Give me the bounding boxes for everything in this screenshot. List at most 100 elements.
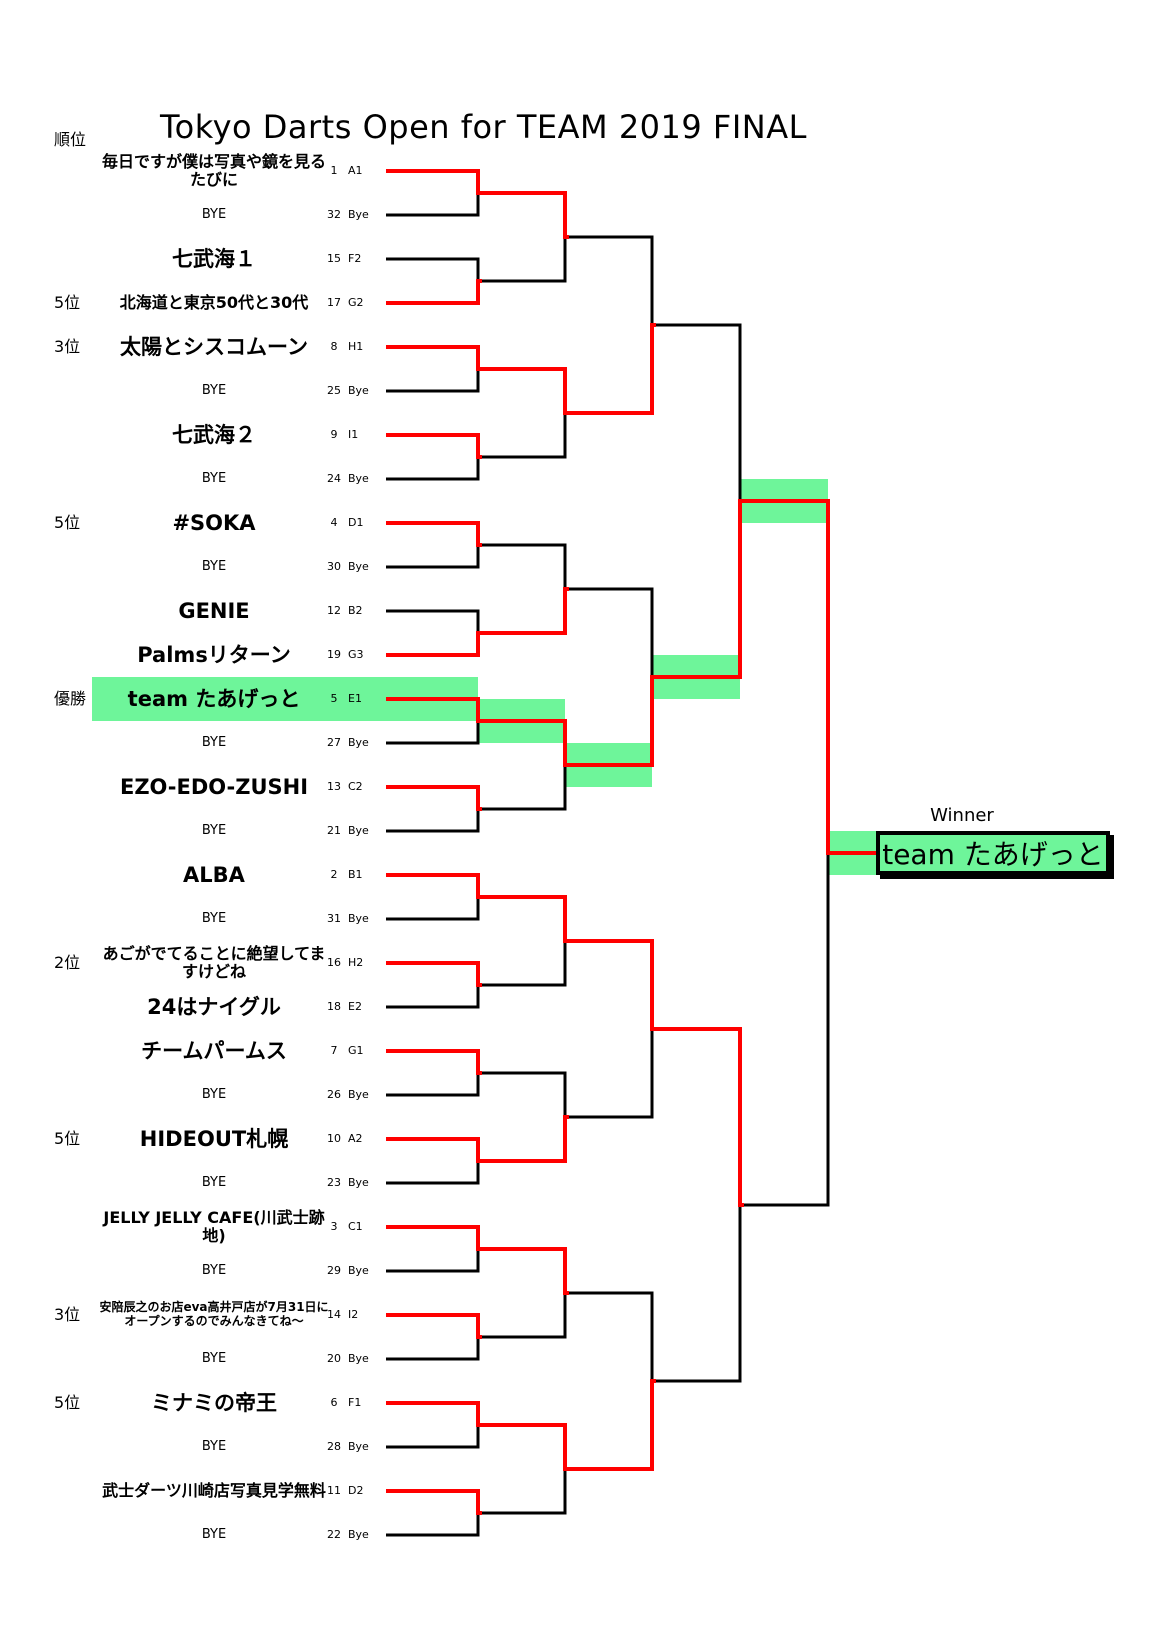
entry-seed: 4 — [330, 516, 338, 529]
entry-code: Bye — [348, 1352, 369, 1365]
entry-code: Bye — [348, 824, 369, 837]
entry-seed: 30 — [327, 560, 341, 573]
entry-rank: 5位 — [54, 1129, 81, 1148]
bye-label: BYE — [201, 382, 227, 398]
team-name: #SOKA — [172, 510, 256, 535]
entry-code: I1 — [348, 428, 359, 441]
bye-label: BYE — [201, 558, 227, 574]
entry-code: G3 — [348, 648, 364, 661]
entry-seed: 31 — [327, 912, 341, 925]
entry-seed: 26 — [327, 1088, 341, 1101]
entry-code: Bye — [348, 1264, 369, 1277]
rank-column-header: 順位 — [54, 130, 87, 149]
round2-match-win — [478, 587, 569, 635]
team-name: 七武海１ — [172, 246, 256, 271]
entry-seed: 29 — [327, 1264, 341, 1277]
bye-label: BYE — [201, 734, 227, 750]
entry-code: D2 — [348, 1484, 364, 1497]
round1-match-win — [386, 279, 482, 305]
round2-match-win — [478, 1115, 569, 1163]
bracket-entry: 5位 HIDEOUT札幌 10 A2 — [0, 1117, 400, 1161]
team-name: team たあげっと — [127, 686, 301, 711]
team-name: JELLY JELLY CAFE(川武士跡地) — [103, 1207, 325, 1245]
entry-code: Bye — [348, 208, 369, 221]
team-name: HIDEOUT札幌 — [139, 1126, 289, 1151]
entry-rank: 5位 — [54, 1393, 81, 1412]
entry-seed: 21 — [327, 824, 341, 837]
round2-match-win — [478, 191, 569, 239]
entry-seed: 1 — [330, 164, 338, 177]
team-name: チームパームス — [141, 1038, 287, 1063]
entry-seed: 22 — [327, 1528, 341, 1541]
entry-seed: 3 — [330, 1220, 338, 1233]
entry-seed: 18 — [327, 1000, 341, 1013]
entry-code: E1 — [348, 692, 362, 705]
entry-seed: 8 — [330, 340, 338, 353]
round4-match-win — [652, 1027, 744, 1207]
entry-rank: 優勝 — [54, 689, 87, 708]
entry-code: G1 — [348, 1044, 364, 1057]
entry-code: B1 — [348, 868, 363, 881]
entry-code: A1 — [348, 164, 363, 177]
entry-rank: 2位 — [54, 953, 81, 972]
bracket-entry: BYE 21 Bye — [0, 809, 400, 853]
entry-seed: 11 — [327, 1484, 341, 1497]
team-name: 太陽とシスコムーン — [120, 334, 308, 359]
team-name: あごがでてることに絶望してますけどね — [102, 943, 326, 981]
bye-label: BYE — [201, 1086, 227, 1102]
entry-seed: 13 — [327, 780, 341, 793]
team-name: 24はナイグル — [147, 994, 281, 1019]
entry-code: I2 — [348, 1308, 359, 1321]
entry-seed: 25 — [327, 384, 341, 397]
entry-code: Bye — [348, 1440, 369, 1453]
winner-box: team たあげっと — [876, 831, 1110, 875]
entry-seed: 24 — [327, 472, 341, 485]
entry-code: Bye — [348, 1176, 369, 1189]
entry-code: Bye — [348, 1088, 369, 1101]
round1-match-win — [386, 1313, 482, 1339]
entry-seed: 32 — [327, 208, 341, 221]
entry-seed: 10 — [327, 1132, 341, 1145]
entry-seed: 14 — [327, 1308, 341, 1321]
team-name: 毎日ですが僕は写真や鏡を見るたびに — [101, 151, 326, 189]
entry-seed: 27 — [327, 736, 341, 749]
entry-rank: 3位 — [54, 337, 81, 356]
bracket-entry: BYE 26 Bye — [0, 1073, 400, 1117]
bye-label: BYE — [201, 822, 227, 838]
entry-code: C1 — [348, 1220, 363, 1233]
entry-code: H2 — [348, 956, 364, 969]
entry-seed: 23 — [327, 1176, 341, 1189]
entry-seed: 28 — [327, 1440, 341, 1453]
entry-code: A2 — [348, 1132, 363, 1145]
bracket-entry: JELLY JELLY CAFE(川武士跡地) 3 C1 — [0, 1205, 400, 1249]
round1-match-win — [386, 961, 482, 987]
entry-code: Bye — [348, 384, 369, 397]
entry-seed: 17 — [327, 296, 341, 309]
round1-match-win — [386, 433, 482, 459]
bye-label: BYE — [201, 470, 227, 486]
entry-seed: 6 — [330, 1396, 338, 1409]
entry-code: B2 — [348, 604, 363, 617]
entry-code: Bye — [348, 472, 369, 485]
entry-seed: 9 — [330, 428, 338, 441]
entry-code: D1 — [348, 516, 364, 529]
entry-rank: 5位 — [54, 293, 81, 312]
entry-code: F1 — [348, 1396, 362, 1409]
entry-code: H1 — [348, 340, 364, 353]
bracket-entry: 5位 ミナミの帝王 6 F1 — [0, 1381, 400, 1425]
team-name: ミナミの帝王 — [151, 1390, 277, 1415]
bracket-entry: BYE 24 Bye — [0, 457, 400, 501]
bye-label: BYE — [201, 910, 227, 926]
entry-seed: 12 — [327, 604, 341, 617]
